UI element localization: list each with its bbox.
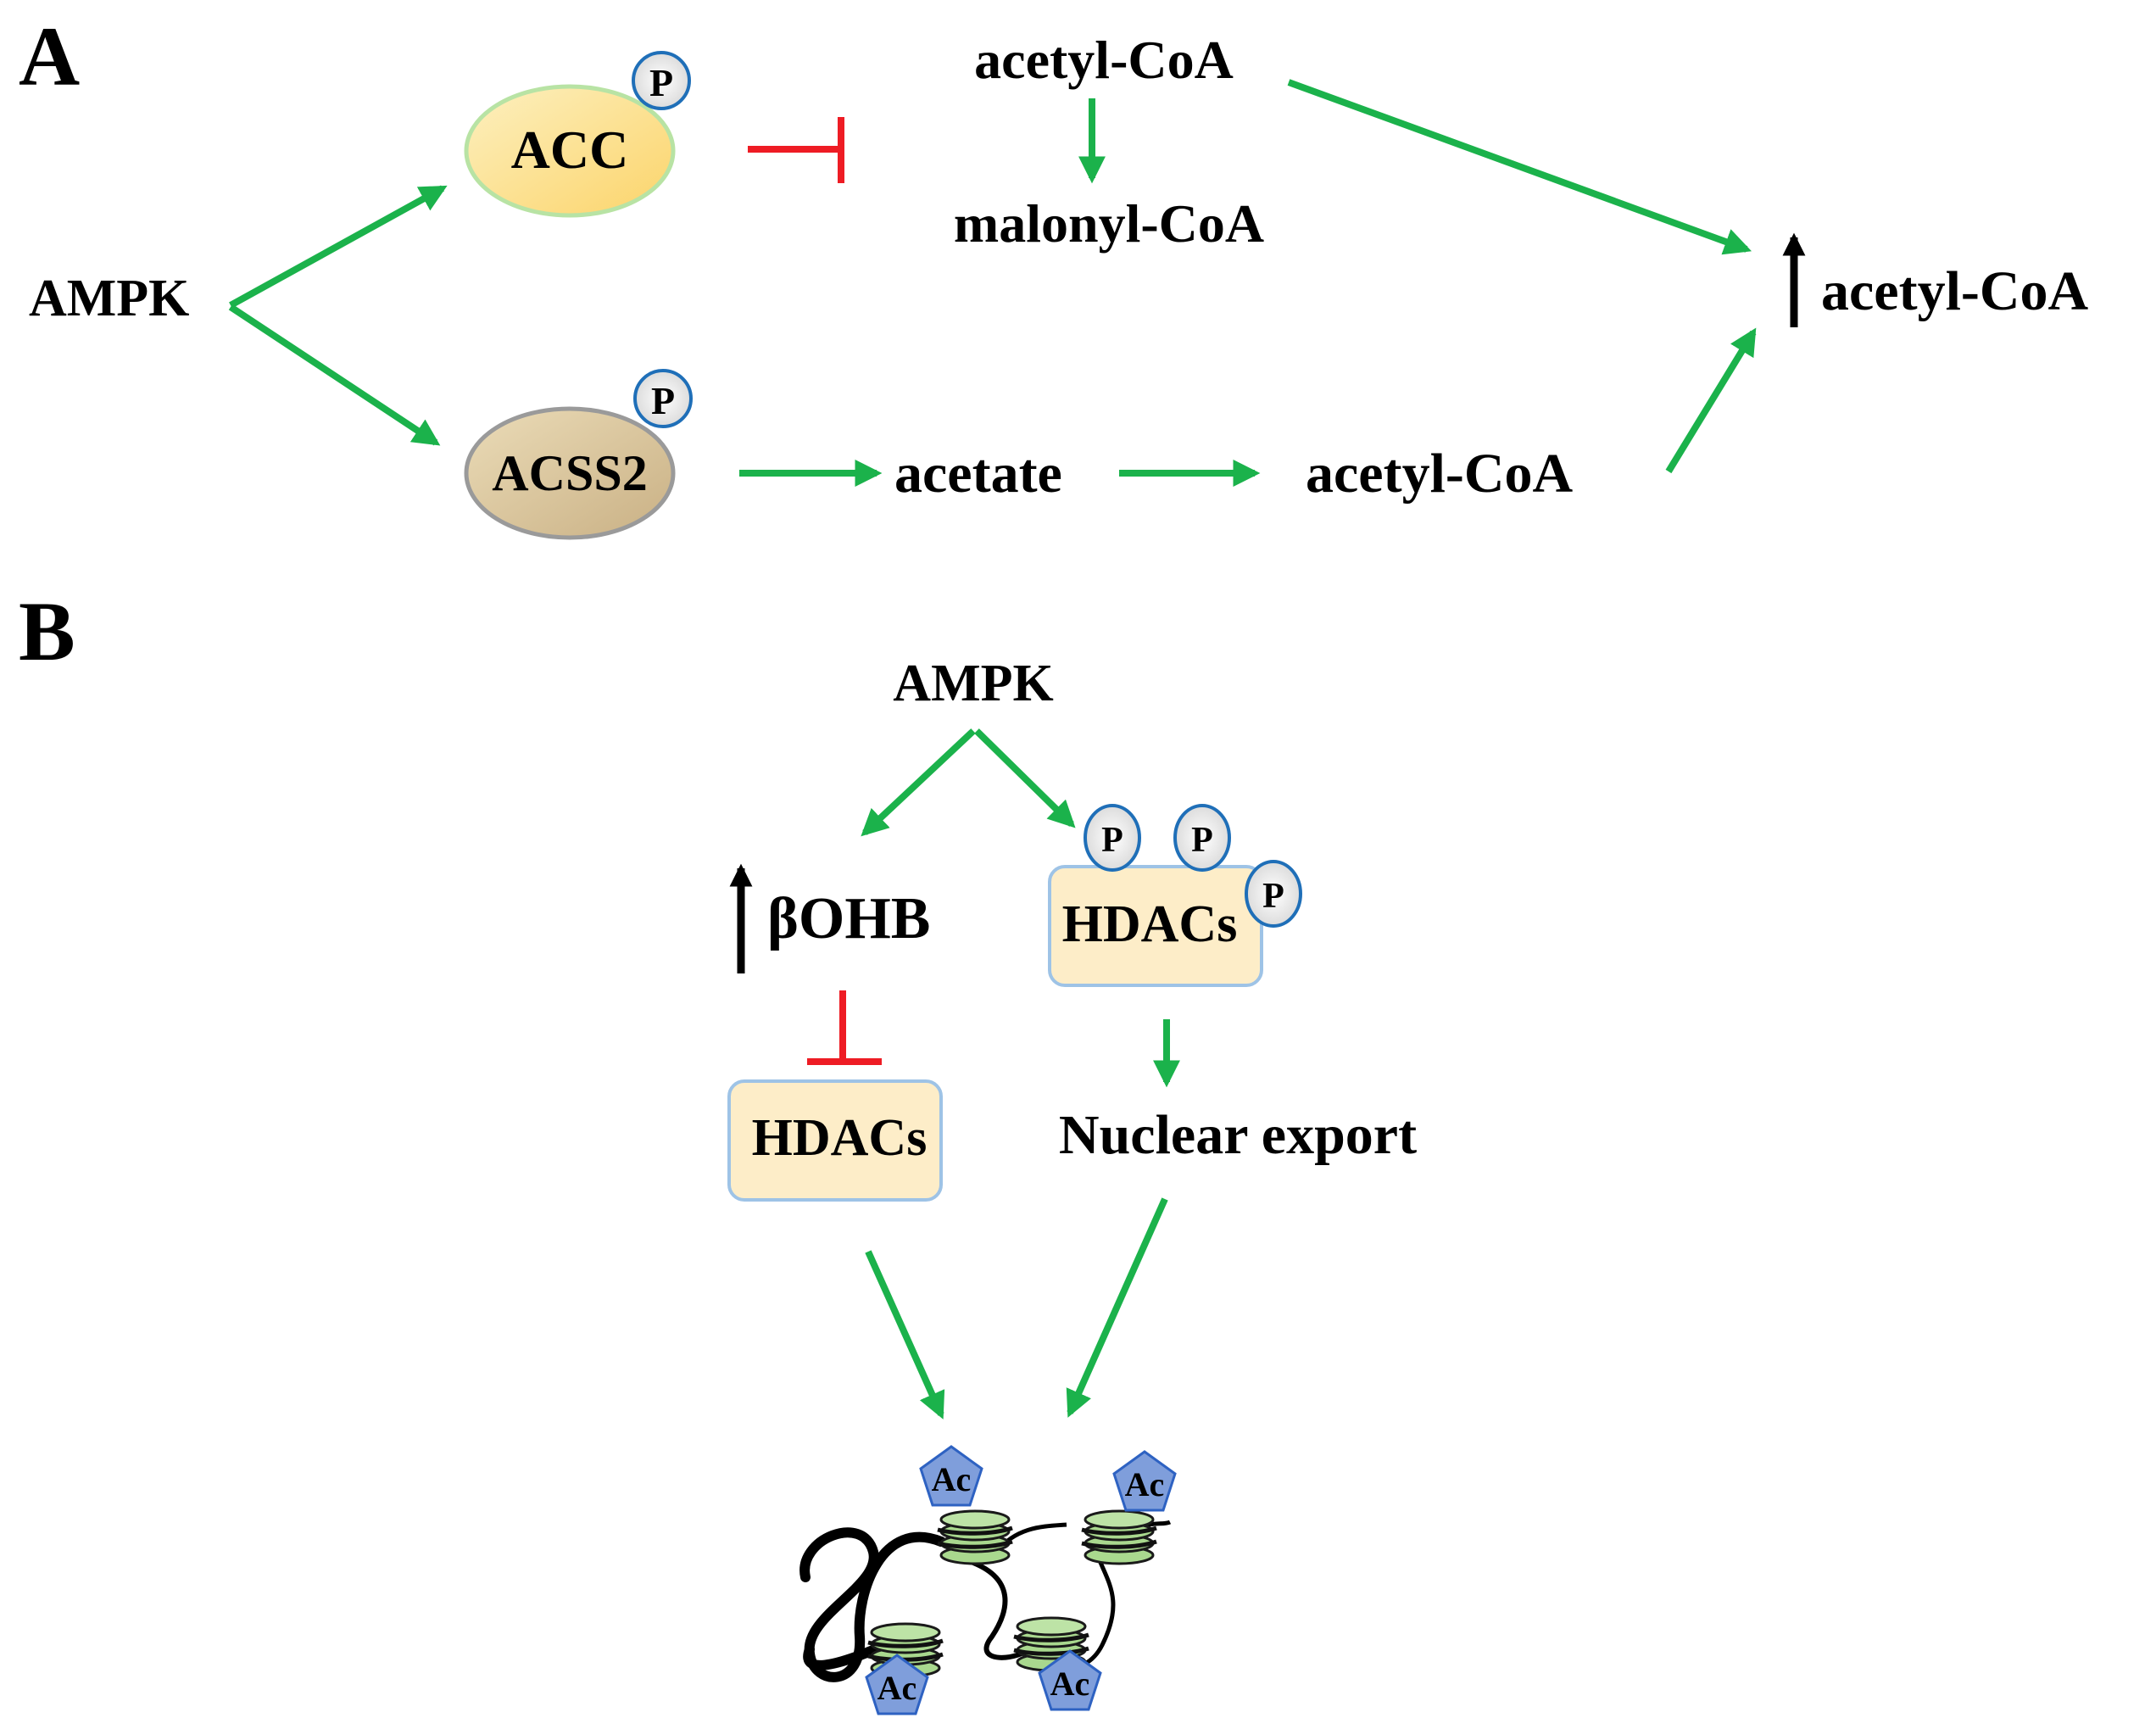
acc-phospho-badge: P xyxy=(632,51,691,110)
acc-label: ACC xyxy=(511,120,629,180)
acetyl-group-3: Ac xyxy=(865,1654,929,1715)
acss2-enzyme: ACSS2 xyxy=(464,406,676,540)
arrow-hdacs-to-chromatin xyxy=(865,1250,945,1419)
inhibition-acc xyxy=(748,117,844,183)
arrow-ampk-to-acc xyxy=(229,185,448,309)
svg-text:Ac: Ac xyxy=(877,1669,917,1707)
svg-text:Ac: Ac xyxy=(932,1460,972,1498)
panel-a-label: A xyxy=(19,9,80,103)
hdacs-inhibited-label: HDACs xyxy=(752,1109,928,1167)
acetyl-group-1: Ac xyxy=(919,1445,983,1507)
hdacs-phospho-badge-1: P xyxy=(1084,804,1141,872)
acetyl-group-4: Ac xyxy=(1038,1649,1102,1711)
arrow-ampk-to-acss2 xyxy=(228,304,441,446)
hdacs-phospho-badge-2: P xyxy=(1173,804,1231,872)
panel-b-label: B xyxy=(19,584,75,678)
acc-enzyme: ACC xyxy=(464,84,676,218)
svg-text:P: P xyxy=(1101,821,1123,860)
svg-text:P: P xyxy=(649,61,673,104)
chromatin-illustration: Ac Ac Ac Ac xyxy=(799,1445,1177,1715)
malonyl-coa: malonyl-CoA xyxy=(954,193,1264,254)
acetyl-coa-result: acetyl-CoA xyxy=(1821,260,2089,322)
hdacs-phospho-label: HDACs xyxy=(1062,895,1238,953)
arrow-export-to-chromatin xyxy=(1066,1197,1168,1418)
acetyl-coa-bottom: acetyl-CoA xyxy=(1306,443,1574,505)
svg-text:P: P xyxy=(651,379,675,422)
nucleosome-2 xyxy=(1082,1511,1156,1564)
acss2-label: ACSS2 xyxy=(492,445,647,501)
dna-strand-link-1 xyxy=(966,1558,1023,1660)
ampk-node-a: AMPK xyxy=(29,270,189,327)
inhibition-bohb-hdacs xyxy=(807,990,882,1065)
acss2-phospho-badge: P xyxy=(633,369,693,428)
ampk-node-b: AMPK xyxy=(893,655,1053,712)
acetyl-coa-top: acetyl-CoA xyxy=(974,30,1234,90)
svg-text:Ac: Ac xyxy=(1050,1665,1090,1703)
bohb: βOHB xyxy=(767,886,930,951)
hdacs-inhibited-box: HDACs xyxy=(727,1079,943,1202)
acetyl-group-2: Ac xyxy=(1112,1450,1177,1512)
arrow-acetyl-bottom-to-increase xyxy=(1665,327,1757,474)
arrow-acetyl-to-increase xyxy=(1287,79,1752,255)
svg-text:P: P xyxy=(1191,821,1213,860)
hdacs-phospho-box: HDACs xyxy=(1048,865,1263,987)
svg-text:Ac: Ac xyxy=(1125,1465,1165,1503)
nucleosome-1 xyxy=(938,1511,1012,1564)
acetate: acetate xyxy=(894,443,1062,505)
arrow-ampk-to-bohb xyxy=(861,728,976,837)
nuclear-export: Nuclear export xyxy=(1059,1104,1417,1166)
svg-text:P: P xyxy=(1262,877,1284,916)
arrow-ampk-to-hdacs xyxy=(974,728,1076,828)
hdacs-phospho-badge-3: P xyxy=(1245,860,1302,928)
